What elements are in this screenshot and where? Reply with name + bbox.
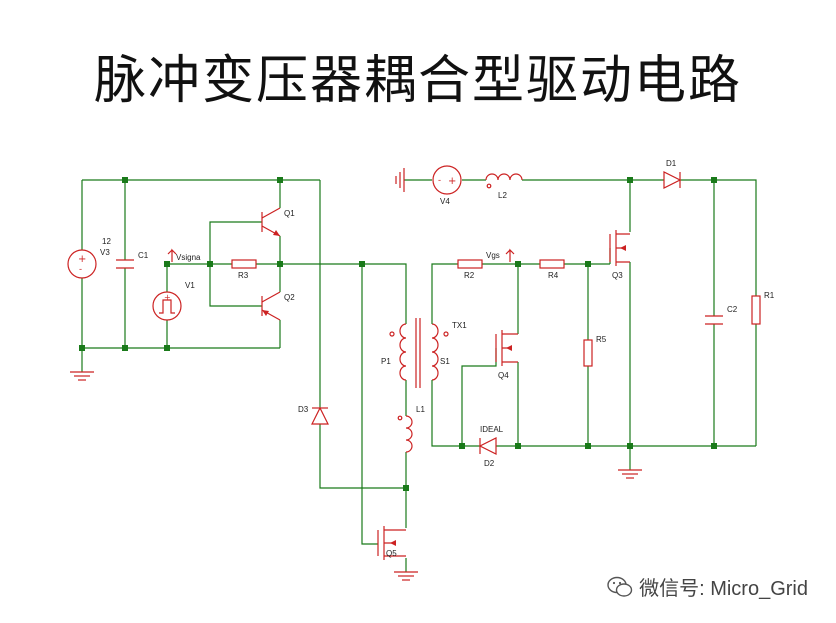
- q2-label: Q2: [284, 293, 295, 302]
- s1-winding: [431, 323, 449, 381]
- p1-winding: [389, 323, 407, 381]
- svg-text:-: -: [79, 265, 82, 275]
- v3-source: + -: [67, 249, 97, 279]
- l2-label: L2: [498, 191, 507, 200]
- v3-value-label: 12: [102, 237, 111, 246]
- d3-diode: [311, 406, 329, 425]
- v4-label: V4: [440, 197, 450, 206]
- svg-text:+: +: [164, 293, 171, 302]
- v1-label: V1: [185, 281, 195, 290]
- q2-transistor: [261, 291, 281, 321]
- v1-pulse-source: +: [152, 291, 182, 321]
- q1-transistor: [261, 207, 281, 237]
- wire-base-q1: [209, 221, 262, 264]
- d2-label: D2: [484, 459, 495, 468]
- junction-nodes-left: [79, 177, 409, 491]
- ground-q5: [394, 571, 418, 581]
- v3-label: V3: [100, 248, 110, 257]
- c1-label: C1: [138, 251, 149, 260]
- d1-label: D1: [666, 159, 677, 168]
- q3-label: Q3: [612, 271, 623, 280]
- l1-label: L1: [416, 405, 425, 414]
- r4-label: R4: [548, 271, 559, 280]
- l2-inductor: [485, 173, 523, 189]
- r3-label: R3: [238, 271, 249, 280]
- r1-label: R1: [764, 291, 775, 300]
- wire-d3: [319, 180, 406, 489]
- c2-capacitor: [705, 315, 723, 325]
- d2-diode: [478, 437, 497, 455]
- wire-secondary: [431, 263, 756, 447]
- p1-label: P1: [381, 357, 391, 366]
- q4-label: Q4: [498, 371, 509, 380]
- junction-nodes-right: [459, 177, 717, 449]
- wire-q3: [609, 180, 631, 446]
- r4-resistor: [539, 259, 565, 269]
- r5-resistor: [583, 339, 593, 367]
- vsignal-label: Vsigna: [176, 253, 201, 262]
- q3-mosfet: [609, 230, 630, 266]
- d3-label: D3: [298, 405, 309, 414]
- q4-mosfet: [495, 330, 518, 366]
- svg-text:+: +: [448, 176, 456, 187]
- q5-mosfet: [377, 526, 406, 560]
- v4-source: + -: [432, 165, 462, 195]
- page-title: 脉冲变压器耦合型驱动电路: [93, 51, 742, 111]
- q5-label: Q5: [386, 549, 397, 558]
- r2-label: R2: [464, 271, 475, 280]
- l1-inductor: [397, 415, 413, 453]
- vgs-label: Vgs: [486, 251, 500, 260]
- c1-capacitor: [116, 259, 134, 269]
- ground-right: [618, 446, 642, 479]
- ground-left: [70, 348, 94, 381]
- wire-q5-gate: [361, 264, 378, 545]
- watermark-text: 微信号: Micro_Grid: [639, 578, 808, 600]
- wire-v4-l2: [404, 179, 757, 446]
- c2-label: C2: [727, 305, 738, 314]
- wire-q4: [461, 264, 519, 446]
- ideal-label: IDEAL: [480, 425, 504, 434]
- vgs-probe: [505, 248, 515, 262]
- d1-diode: [663, 171, 682, 189]
- tx1-core: [415, 318, 421, 388]
- r2-resistor: [457, 259, 483, 269]
- svg-text:+: +: [78, 254, 86, 265]
- vsignal-probe: [167, 248, 177, 262]
- r5-label: R5: [596, 335, 607, 344]
- ground-v4: [395, 168, 405, 192]
- q1-label: Q1: [284, 209, 295, 218]
- tx1-label: TX1: [452, 321, 467, 330]
- wire-base-q2: [209, 264, 262, 307]
- watermark: 微信号: Micro_Grid: [607, 572, 808, 601]
- r1-resistor: [751, 295, 761, 325]
- wechat-icon: [607, 576, 633, 597]
- r3-resistor: [231, 259, 257, 269]
- svg-text:-: -: [438, 176, 441, 186]
- s1-label: S1: [440, 357, 450, 366]
